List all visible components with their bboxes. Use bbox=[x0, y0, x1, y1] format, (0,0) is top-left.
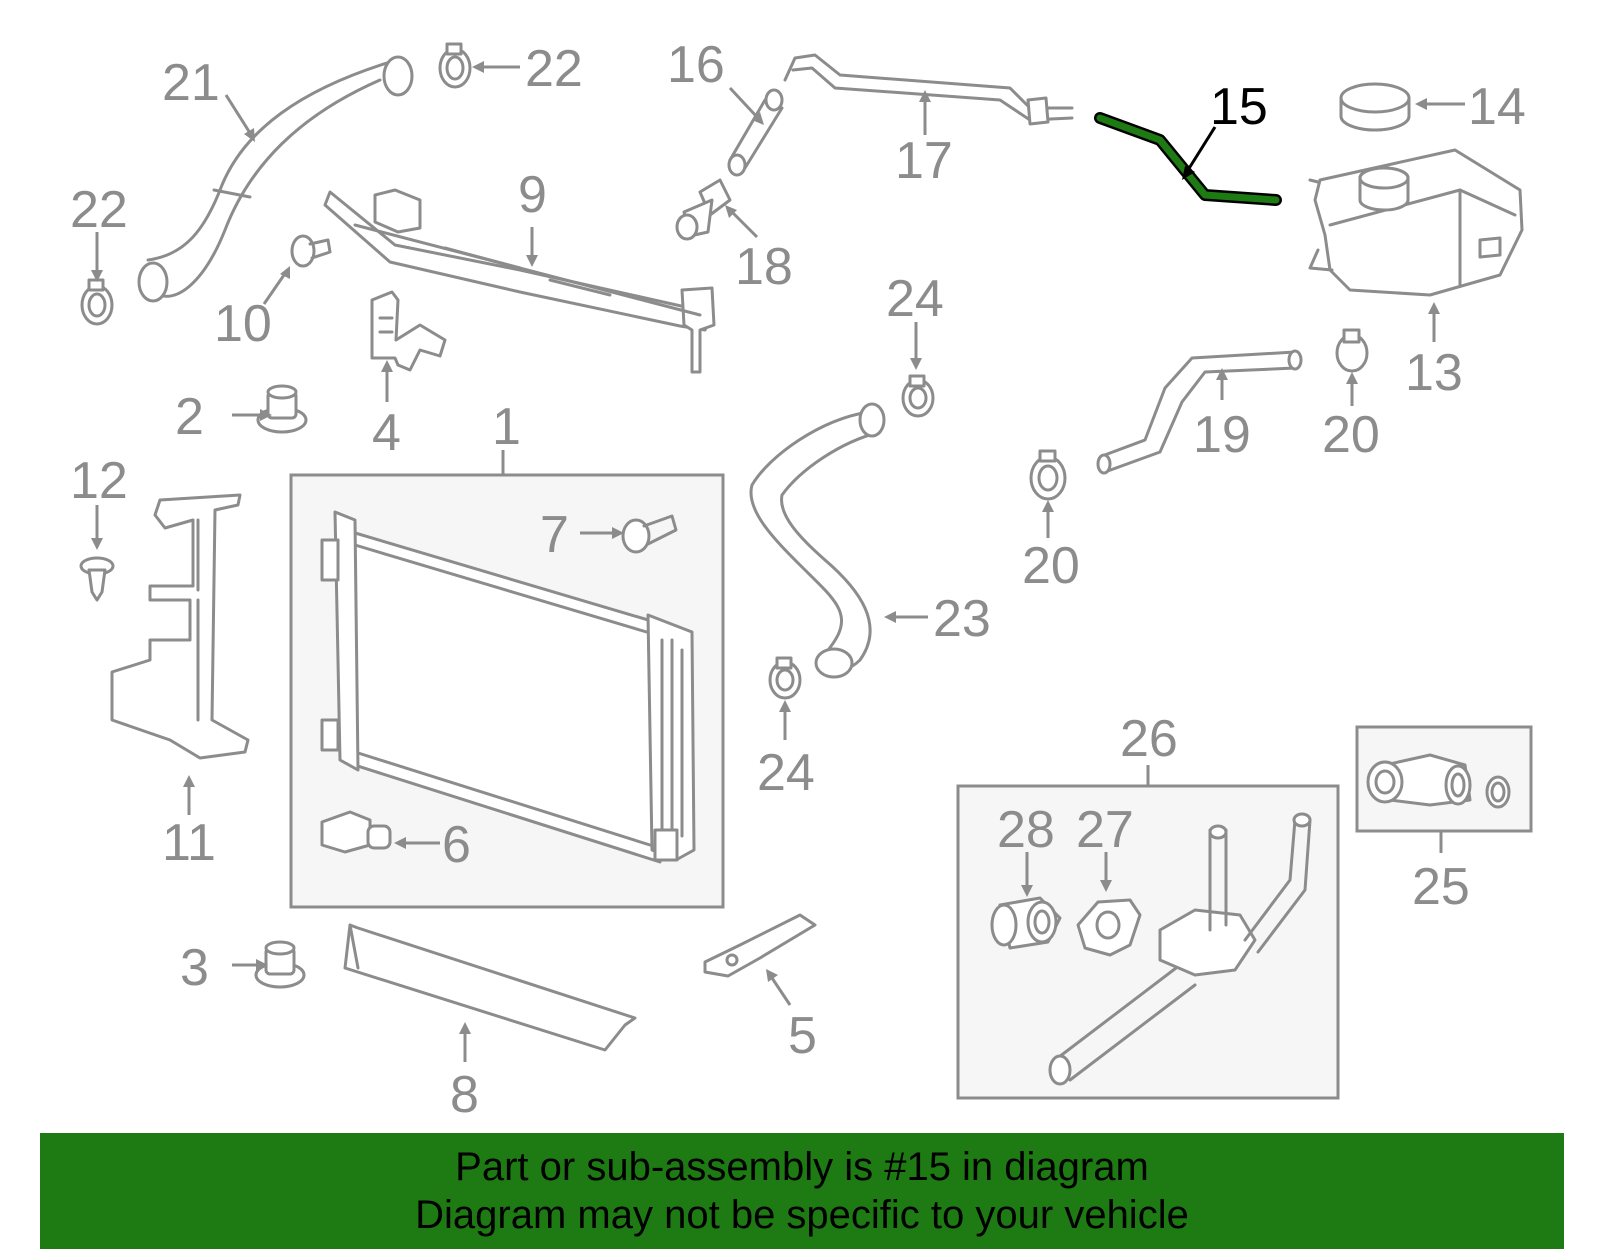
callout-22-left: 22 bbox=[70, 181, 128, 239]
leader-lines bbox=[91, 61, 1465, 1062]
callout-24-bottom: 24 bbox=[757, 744, 815, 802]
callout-7: 7 bbox=[540, 506, 569, 564]
callout-28: 28 bbox=[997, 801, 1055, 859]
callout-17: 17 bbox=[895, 132, 953, 190]
reservoir-cap-14[interactable] bbox=[1339, 82, 1411, 132]
callout-10: 10 bbox=[214, 295, 272, 353]
coolant-hose-15-highlighted[interactable] bbox=[1094, 112, 1282, 206]
bolt-3[interactable] bbox=[254, 940, 306, 989]
callout-9: 9 bbox=[518, 166, 547, 224]
bolt-7[interactable] bbox=[621, 514, 678, 554]
callout-2: 2 bbox=[175, 388, 204, 446]
hose-clamp-20-left[interactable] bbox=[1029, 449, 1067, 501]
callout-5: 5 bbox=[788, 1007, 817, 1065]
callout-23: 23 bbox=[933, 590, 991, 648]
callout-27: 27 bbox=[1076, 801, 1134, 859]
callout-3: 3 bbox=[180, 939, 209, 997]
callout-labels: 1 2 3 4 5 6 7 8 9 10 11 12 13 14 15 16 1… bbox=[70, 36, 1526, 1124]
callout-12: 12 bbox=[70, 452, 128, 510]
banner-line-2: Diagram may not be specific to your vehi… bbox=[415, 1193, 1189, 1237]
callout-26: 26 bbox=[1120, 710, 1178, 768]
callout-1: 1 bbox=[492, 398, 521, 456]
hose-clamp-24-bottom[interactable] bbox=[768, 656, 802, 700]
hose-19[interactable] bbox=[1096, 349, 1303, 475]
callout-11: 11 bbox=[162, 814, 216, 872]
callout-18: 18 bbox=[735, 238, 793, 296]
lower-radiator-hose-23[interactable] bbox=[749, 402, 886, 679]
leader-line-15 bbox=[1186, 126, 1217, 171]
callout-15: 15 bbox=[1210, 78, 1268, 136]
callout-13: 13 bbox=[1405, 344, 1463, 402]
info-banner: Part or sub-assembly is #15 in diagram D… bbox=[40, 1133, 1564, 1249]
plug-28[interactable] bbox=[990, 896, 1062, 950]
hose-clamp-22-top[interactable] bbox=[438, 42, 472, 89]
upper-radiator-hose[interactable] bbox=[137, 55, 414, 303]
callout-19: 19 bbox=[1193, 406, 1251, 464]
callout-20-left: 20 bbox=[1022, 537, 1080, 595]
gasket-27[interactable] bbox=[1076, 898, 1142, 957]
banner-line-1: Part or sub-assembly is #15 in diagram bbox=[455, 1145, 1149, 1189]
callout-4: 4 bbox=[372, 404, 401, 462]
bracket-4[interactable] bbox=[370, 290, 447, 372]
hose-clamp-20-right[interactable] bbox=[1335, 328, 1369, 373]
bracket-5[interactable] bbox=[703, 913, 817, 978]
overflow-pipe-17[interactable] bbox=[783, 53, 1074, 126]
drain-plug-6[interactable] bbox=[320, 810, 392, 854]
highlight-fill bbox=[1096, 114, 1280, 204]
callout-14: 14 bbox=[1468, 78, 1526, 136]
callout-21: 21 bbox=[162, 54, 220, 112]
bolt-2[interactable] bbox=[256, 384, 308, 434]
push-clip-12[interactable] bbox=[79, 556, 115, 602]
push-pin-10[interactable] bbox=[290, 234, 332, 268]
callout-8: 8 bbox=[450, 1066, 479, 1124]
callout-24-top: 24 bbox=[886, 270, 944, 328]
hose-clamp-24-top[interactable] bbox=[901, 374, 935, 418]
lower-baffle-8[interactable] bbox=[343, 923, 637, 1052]
upper-tie-bar[interactable] bbox=[323, 188, 716, 374]
hose-16[interactable] bbox=[727, 88, 784, 177]
coolant-reservoir-13[interactable] bbox=[1308, 148, 1524, 297]
callout-25: 25 bbox=[1412, 858, 1470, 916]
coolant-outlet-25[interactable] bbox=[1366, 753, 1511, 809]
bleed-valve-18[interactable] bbox=[675, 178, 732, 241]
callout-16: 16 bbox=[667, 36, 725, 94]
hose-clamp-22-left[interactable] bbox=[80, 278, 114, 326]
air-deflector-11[interactable] bbox=[110, 493, 250, 760]
thermostat-housing-26[interactable] bbox=[1048, 812, 1312, 1086]
callout-20-right: 20 bbox=[1322, 406, 1380, 464]
callout-22-top: 22 bbox=[525, 40, 583, 98]
radiator-1[interactable] bbox=[320, 510, 696, 864]
callout-6: 6 bbox=[442, 816, 471, 874]
